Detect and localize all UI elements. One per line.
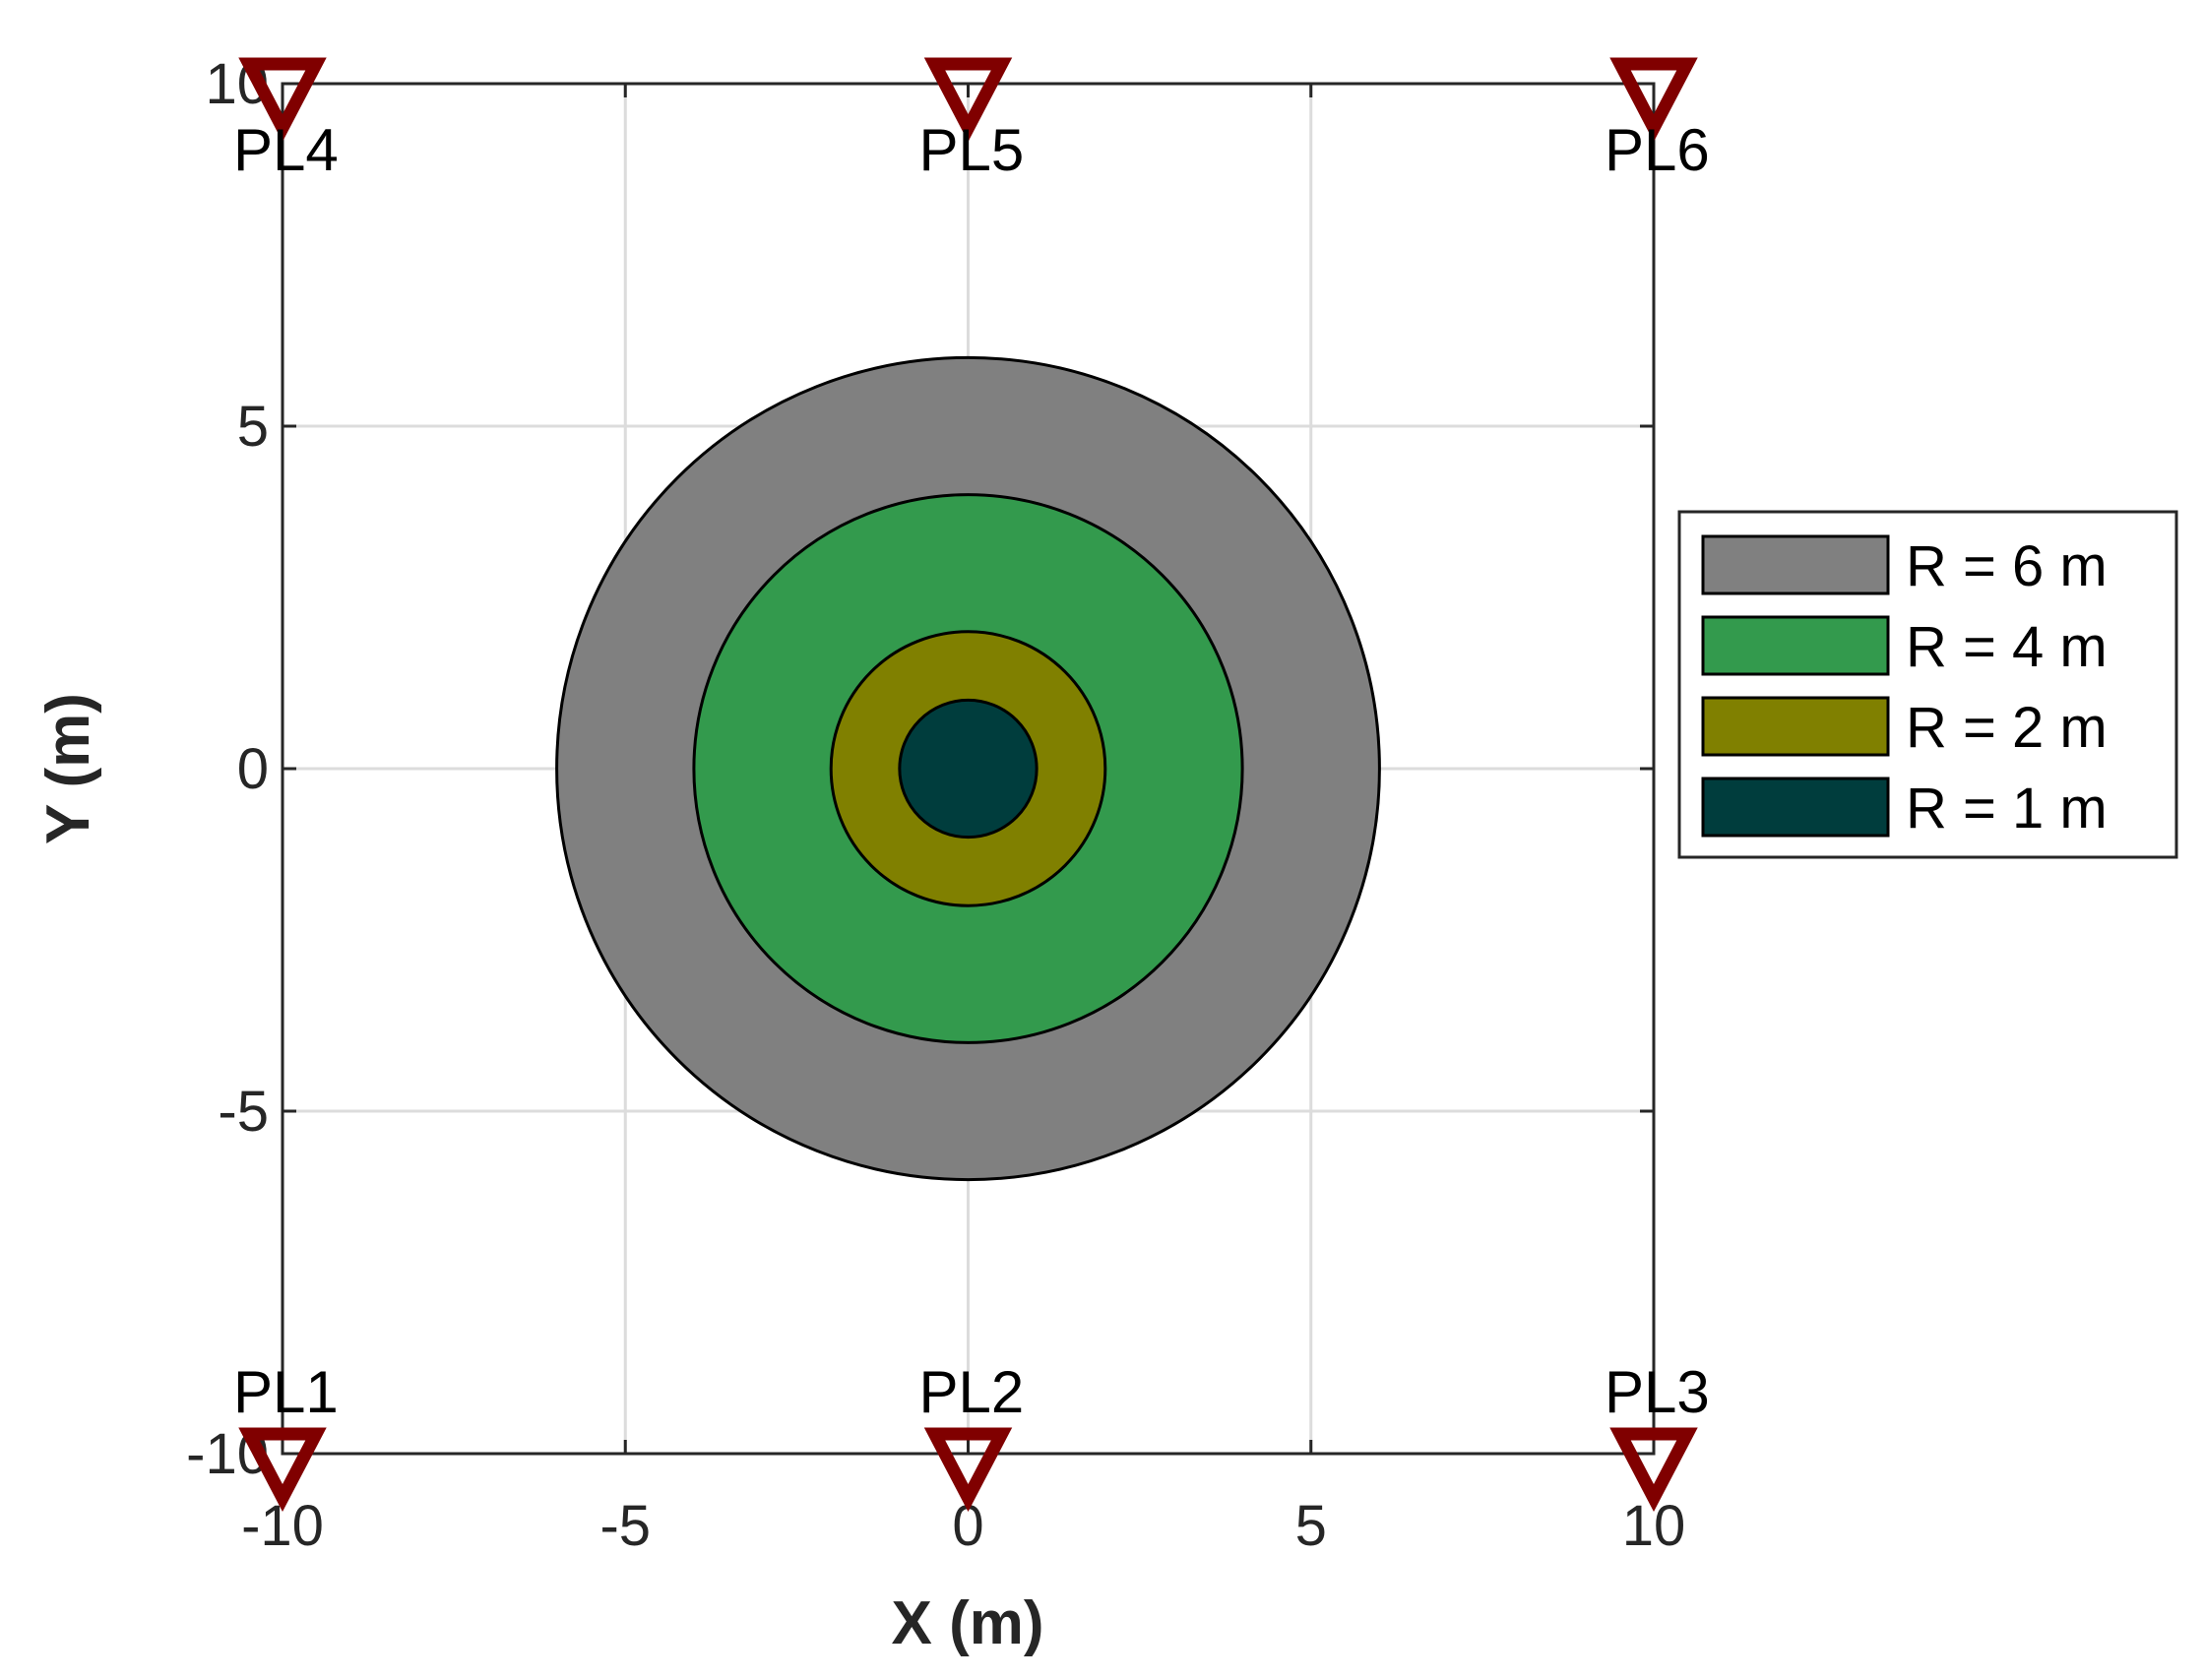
x-tick-label: -5 xyxy=(599,1494,651,1558)
legend-label: R = 1 m xyxy=(1906,777,2108,840)
marker-label: PL3 xyxy=(1605,1359,1710,1425)
markers: PL1 PL2 PL3 PL4 PL5 PL6 xyxy=(233,57,1710,1513)
marker-label: PL1 xyxy=(233,1359,339,1425)
legend-swatch xyxy=(1701,777,1890,838)
legend-swatch xyxy=(1701,696,1890,757)
marker-pl1 xyxy=(238,1427,327,1513)
marker-pl6 xyxy=(1609,57,1698,143)
marker-label: PL2 xyxy=(919,1359,1025,1425)
y-tick-label: 5 xyxy=(237,395,269,459)
legend-swatch xyxy=(1701,615,1890,676)
legend: R = 6 m R = 4 m R = 2 m R = 1 m xyxy=(1677,510,2178,859)
x-axis-label: X (m) xyxy=(892,1589,1044,1657)
marker-pl3 xyxy=(1609,1427,1698,1513)
y-tick-label: -5 xyxy=(218,1080,269,1144)
legend-label: R = 2 m xyxy=(1906,696,2108,760)
marker-label: PL5 xyxy=(919,117,1025,183)
marker-label: PL4 xyxy=(233,117,339,183)
x-tick-label: 5 xyxy=(1295,1494,1327,1558)
circles xyxy=(555,355,1381,1182)
marker-label: PL6 xyxy=(1605,117,1710,183)
legend-label: R = 6 m xyxy=(1906,534,2108,598)
y-axis-label: Y (m) xyxy=(34,693,102,844)
legend-swatch xyxy=(1701,534,1890,595)
marker-pl4 xyxy=(238,57,327,143)
legend-label: R = 4 m xyxy=(1906,615,2108,679)
marker-pl5 xyxy=(923,57,1013,143)
marker-pl2 xyxy=(923,1427,1013,1513)
y-tick-label: 0 xyxy=(237,737,269,801)
circle-r1 xyxy=(898,698,1039,840)
